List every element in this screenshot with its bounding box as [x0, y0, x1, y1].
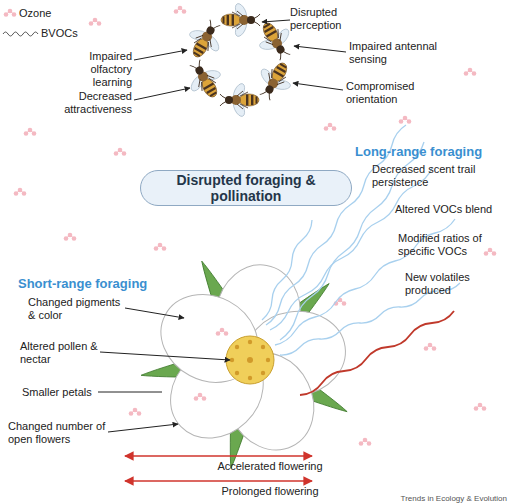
callout-label: Decreased attractiveness [50, 90, 132, 116]
callout-label: Smaller petals [22, 386, 102, 399]
callout-label: New volatiles produced [405, 271, 485, 297]
callout-label: Altered pollen & nectar [20, 340, 100, 366]
watermark: Trends in Ecology & Evolution [380, 492, 507, 504]
ozone-molecules [4, 6, 497, 446]
new-volatile-plume [300, 311, 454, 395]
callout-label: Altered VOCs blend [395, 203, 507, 216]
bvoc-sample [3, 32, 38, 36]
legend-entry: Ozone [19, 7, 51, 19]
section-heading: Long-range foraging [355, 144, 495, 159]
callout-label: Decreased scent trail persistence [372, 163, 484, 189]
process-box: Disrupted foraging & pollination [140, 170, 352, 206]
flower-centre [194, 328, 274, 401]
callout-label: Prolonged flowering [200, 485, 340, 498]
legend-entry: BVOCs [41, 27, 78, 39]
bee-ring [179, 2, 300, 118]
legend-label: BVOCs [41, 27, 78, 39]
callout-label: Disrupted perception [290, 6, 360, 32]
legend-label: Ozone [19, 7, 51, 19]
flower-leaders [98, 308, 230, 432]
leader-arrows [134, 20, 346, 100]
section-heading: Short-range foraging [18, 276, 158, 291]
callout-label: Impaired antennal sensing [349, 40, 439, 66]
callout-label: Changed number of open flowers [8, 420, 108, 446]
callout-label: Compromised orientation [346, 80, 426, 106]
callout-label: Accelerated flowering [200, 460, 340, 473]
callout-label: Changed pigments & color [28, 296, 124, 322]
box-text: Disrupted foraging & pollination [141, 172, 351, 204]
callout-label: Impaired olfactory learning [50, 50, 132, 89]
callout-label: Modified ratios of specific VOCs [398, 232, 498, 258]
